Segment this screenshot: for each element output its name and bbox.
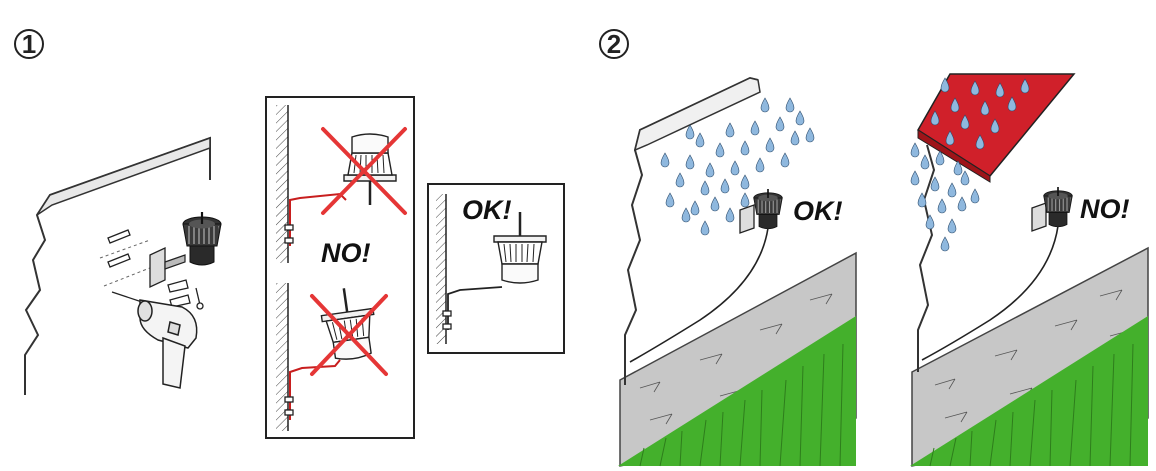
wall-icon xyxy=(24,136,211,395)
sensor-icon xyxy=(752,188,784,230)
grass xyxy=(910,316,1148,466)
grass xyxy=(618,316,856,466)
step-number: 1 xyxy=(22,29,36,59)
screw-icon xyxy=(167,279,204,310)
no-callout: NO! xyxy=(321,238,371,268)
wall-plug-icon xyxy=(107,229,131,268)
step-1-panel: 1 xyxy=(14,29,223,395)
rain-scene: OK! xyxy=(618,76,857,467)
drill-icon xyxy=(111,291,198,389)
step-number-badge xyxy=(599,29,629,59)
ok-rain-callout: OK! xyxy=(793,196,843,226)
cross-icon xyxy=(321,127,407,215)
step-number: 2 xyxy=(607,29,621,59)
wall-icon xyxy=(917,144,936,372)
mounting-bracket xyxy=(149,246,166,289)
cable xyxy=(289,359,341,420)
cross-icon xyxy=(310,294,388,376)
cable xyxy=(921,225,1059,361)
step-number-badge xyxy=(14,29,44,59)
step-2-panel: 2 xyxy=(599,29,1149,467)
roof-runoff-scene: NO! xyxy=(910,73,1149,467)
ok-box-callout: OK! xyxy=(462,195,512,225)
sensor-icon xyxy=(181,210,223,267)
correct-mounting-panel: OK! xyxy=(427,183,565,354)
wrong-mounting-panel: NO! xyxy=(265,96,415,439)
cable xyxy=(629,227,769,363)
sensor-icon xyxy=(1042,186,1074,228)
no-runoff-callout: NO! xyxy=(1080,194,1130,224)
